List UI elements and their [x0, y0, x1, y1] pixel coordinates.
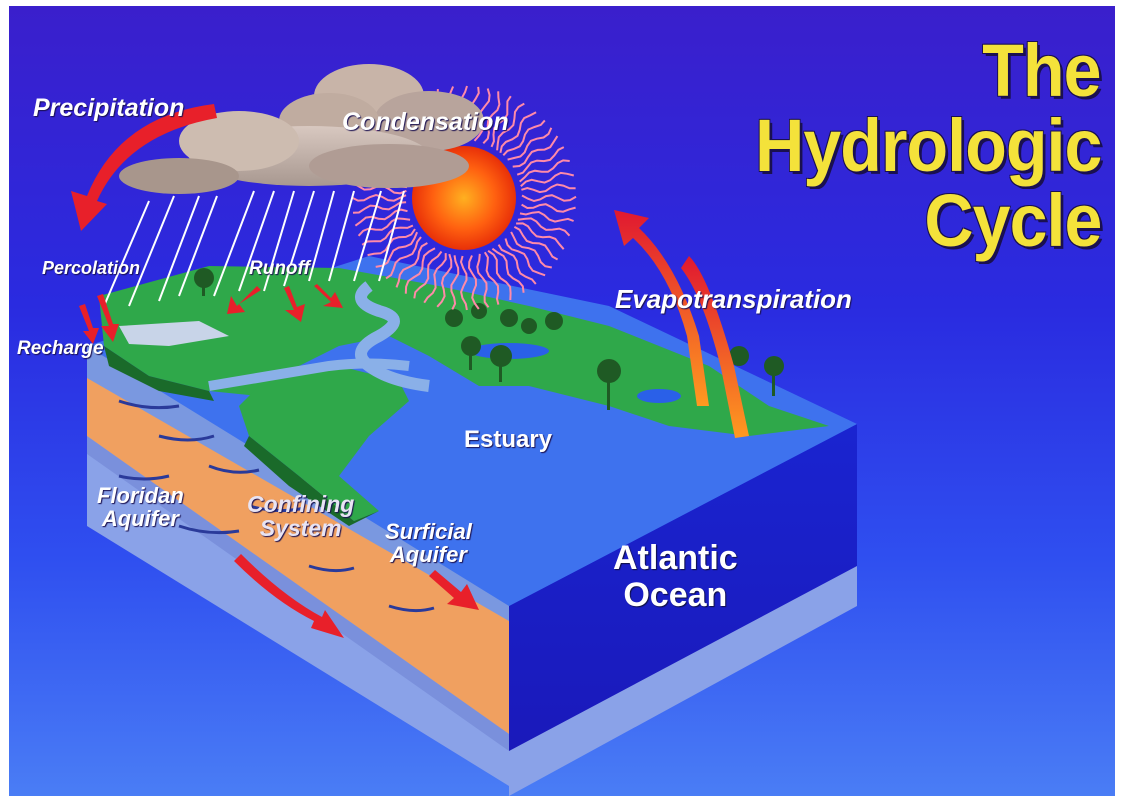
- sun-ray: [459, 255, 468, 311]
- diagram-artwork: [71, 64, 857, 796]
- sun-ray: [512, 135, 559, 168]
- sun-ray: [476, 253, 490, 308]
- sun-ray: [519, 210, 574, 223]
- sun-ray: [497, 244, 537, 285]
- sun-ray: [483, 251, 500, 305]
- label-surficial-line1: Surficial: [385, 519, 472, 544]
- sun-ray: [450, 255, 460, 310]
- label-atlantic-line2: Ocean: [623, 576, 728, 615]
- label-confining-line1: Confining: [247, 491, 355, 517]
- sun-ray: [404, 247, 436, 294]
- sun-ray: [367, 228, 416, 257]
- sun-ray: [496, 102, 525, 151]
- top-surface: [87, 256, 857, 606]
- sun-ray: [504, 238, 546, 277]
- sun-ray: [487, 249, 512, 301]
- label-surficial-line2: Aquifer: [389, 542, 467, 568]
- label-confining-system: Confining System: [247, 492, 354, 540]
- label-floridan-line1: Floridan: [97, 483, 184, 508]
- label-floridan-line2: Aquifer: [101, 506, 179, 532]
- label-estuary: Estuary: [464, 426, 553, 453]
- sun-ray: [517, 217, 571, 237]
- label-precipitation: Precipitation: [33, 94, 185, 122]
- label-recharge: Recharge: [17, 338, 104, 359]
- sun-ray: [521, 194, 577, 203]
- sun-ray: [467, 255, 480, 310]
- sun-ray: [520, 171, 575, 187]
- sun-ray: [510, 231, 552, 269]
- sun-ray: [491, 247, 525, 293]
- label-runoff: Runoff: [249, 258, 310, 279]
- sun-ray: [423, 253, 447, 304]
- sun-ray: [482, 91, 501, 144]
- sun-ray: [361, 224, 414, 246]
- sun-ray: [507, 127, 553, 161]
- sun-ray: [375, 231, 419, 268]
- ocean-face: [509, 424, 857, 796]
- sun-ray: [395, 242, 428, 288]
- label-surficial-aquifer: Surficial Aquifer: [385, 520, 472, 566]
- sun-ray: [502, 119, 546, 156]
- title-line-2: Hydrologic: [754, 104, 1102, 187]
- title-line-1: The: [982, 29, 1102, 112]
- sun-ray: [513, 226, 559, 261]
- label-confining-line2: System: [259, 515, 342, 542]
- label-condensation: Condensation: [342, 108, 509, 136]
- sun-ray: [413, 250, 443, 299]
- sun-ray: [436, 253, 453, 308]
- sun-ray: [519, 159, 570, 183]
- label-percolation: Percolation: [42, 258, 141, 278]
- label-floridan-aquifer: Floridan Aquifer: [97, 484, 184, 530]
- title-line-3: Cycle: [923, 179, 1102, 262]
- sun-ray: [516, 146, 565, 176]
- arrows: [71, 104, 749, 638]
- trees: [194, 268, 784, 410]
- label-atlantic-ocean: Atlantic Ocean: [613, 539, 738, 615]
- sun-ray: [499, 111, 537, 154]
- sun-ray: [516, 222, 565, 250]
- rain: [103, 190, 405, 307]
- label-atlantic-line1: Atlantic: [613, 539, 738, 577]
- clouds: [119, 64, 484, 194]
- sun-ray: [385, 236, 422, 280]
- sun-ray: [521, 203, 576, 213]
- sun-ray: [490, 95, 512, 148]
- sun-ray: [352, 201, 407, 214]
- hydrologic-cycle-diagram: The Hydrologic Cycle Precipitation Conde…: [9, 6, 1115, 796]
- label-evapotranspiration: Evapotranspiration: [615, 284, 852, 314]
- sun-ray: [357, 217, 411, 237]
- sun-ray: [521, 183, 576, 194]
